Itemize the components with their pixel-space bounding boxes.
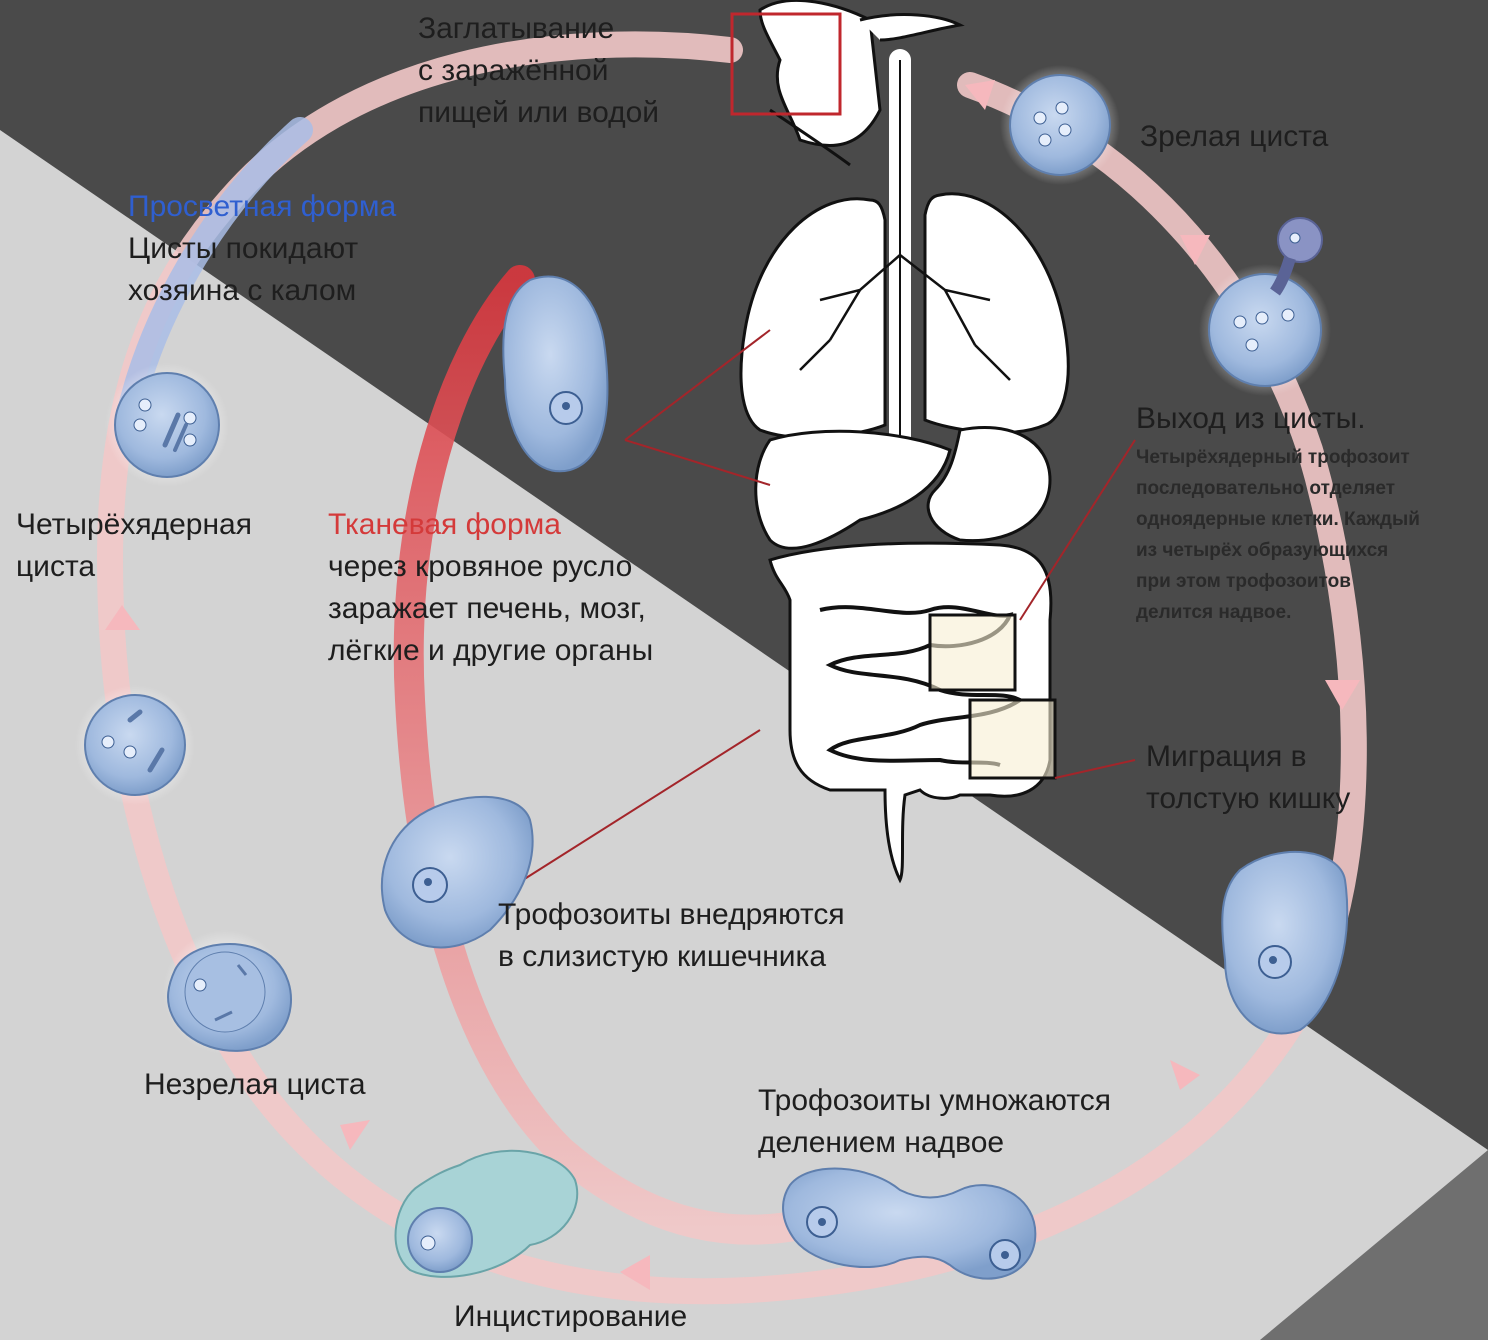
migration-label: Миграция в толстую кишку [1146, 736, 1350, 820]
excystation-line-5: при этом трофозоитов [1136, 566, 1420, 597]
four-nucleus-cyst-label: Четырёхядерная циста [16, 504, 252, 588]
four-nucleus-line-2: циста [16, 546, 252, 588]
excystation-line-6: делится надвое. [1136, 597, 1420, 628]
tissue-text-line-3: лёгкие и другие органы [328, 630, 653, 672]
excystation-line-1: Четырёхядерный трофозоит [1136, 442, 1420, 473]
four-nucleus-cyst-cell [105, 363, 229, 487]
immature-cyst-label: Незрелая циста [144, 1064, 366, 1106]
tissue-form-title: Тканевая форма [328, 504, 561, 546]
lumen-text-line-2: хозяина с калом [128, 270, 358, 312]
encystation-label: Инцистирование [454, 1296, 687, 1338]
lumen-text-line-1: Цисты покидают [128, 228, 358, 270]
mature-cyst-cell [1000, 65, 1120, 185]
tissue-form-text: через кровяное русло заражает печень, мо… [328, 546, 653, 672]
ingestion-label: Заглатывание с заражённой пищей или водо… [418, 8, 659, 134]
ingestion-line-2: с заражённой [418, 50, 659, 92]
multiplication-line-1: Трофозоиты умножаются [758, 1080, 1111, 1122]
tissue-text-line-2: заражает печень, мозг, [328, 588, 653, 630]
mature-cyst-label: Зрелая циста [1140, 116, 1328, 158]
lumen-form-text: Цисты покидают хозяина с калом [128, 228, 358, 312]
multiplication-label: Трофозоиты умножаются делением надвое [758, 1080, 1111, 1164]
invasion-line-1: Трофозоиты внедряются [498, 894, 845, 936]
excystation-line-2: последовательно отделяет [1136, 473, 1420, 504]
four-nucleus-line-1: Четырёхядерная [16, 504, 252, 546]
migration-line-1: Миграция в [1146, 736, 1350, 778]
large-intestine-zoom-box [970, 700, 1055, 778]
excystation-text: Четырёхядерный трофозоит последовательно… [1136, 442, 1420, 628]
ingestion-line-1: Заглатывание [418, 8, 659, 50]
two-nucleus-cyst-cell [75, 685, 195, 805]
lumen-form-title: Просветная форма [128, 186, 396, 228]
small-intestine-zoom-box [930, 615, 1015, 690]
tissue-trophozoite-cell [503, 276, 607, 471]
invasion-label: Трофозоиты внедряются в слизистую кишечн… [498, 894, 845, 978]
migration-line-2: толстую кишку [1146, 778, 1350, 820]
tissue-text-line-1: через кровяное русло [328, 546, 653, 588]
excystation-line-4: из четырёх образующихся [1136, 535, 1420, 566]
excystation-title: Выход из цисты. [1136, 398, 1366, 440]
multiplication-line-2: делением надвое [758, 1122, 1111, 1164]
invasion-line-2: в слизистую кишечника [498, 936, 845, 978]
ingestion-line-3: пищей или водой [418, 92, 659, 134]
excystation-line-3: одноядерные клетки. Каждый [1136, 504, 1420, 535]
